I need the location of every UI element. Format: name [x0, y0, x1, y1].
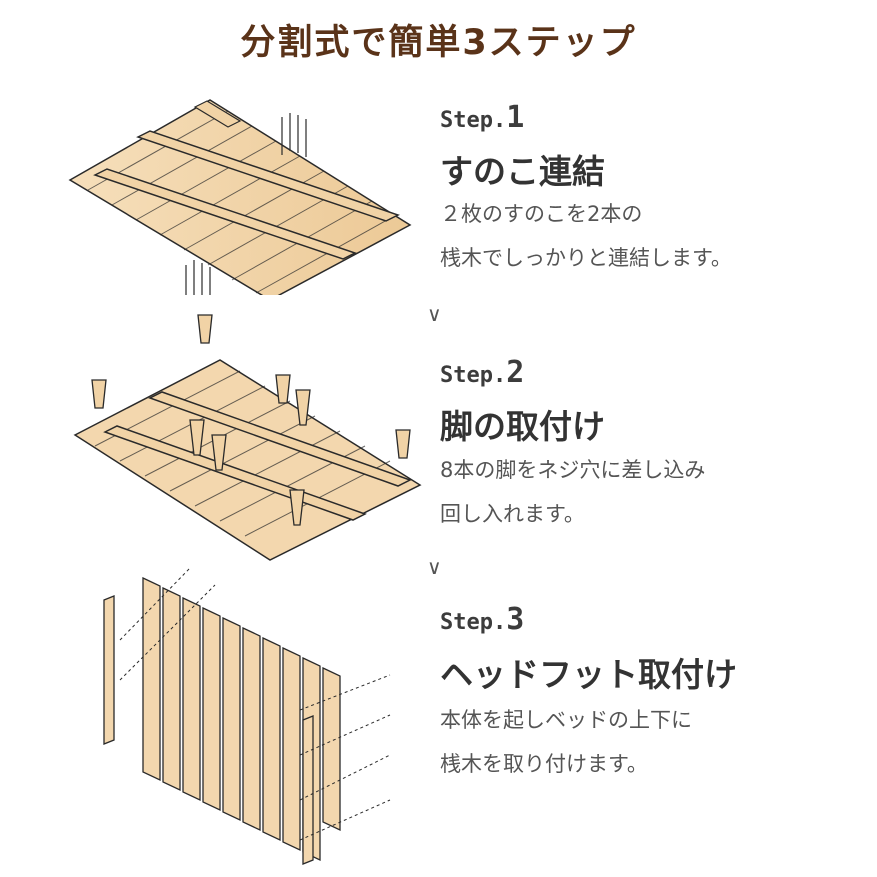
step3-description: 本体を起しベッドの上下に 桟木を取り付けます。	[440, 698, 692, 786]
step3-label: Step.3	[440, 602, 524, 637]
step3-desc-line2: 桟木を取り付けます。	[440, 752, 648, 776]
step1-heading: すのこ連結	[440, 152, 605, 191]
step3-number: 3	[506, 602, 525, 637]
step-arrow-2: ∨	[427, 555, 442, 579]
step1-number: 1	[506, 100, 525, 135]
step1-prefix: Step.	[440, 108, 507, 133]
step3-prefix: Step.	[440, 610, 507, 635]
step1-label: Step.1	[440, 100, 524, 135]
step2-desc-line1: 8本の脚をネジ穴に差し込み	[440, 458, 706, 482]
step-arrow-1: ∨	[427, 302, 442, 326]
step3-illustration	[103, 567, 391, 865]
step2-description: 8本の脚をネジ穴に差し込み 回し入れます。	[440, 448, 705, 536]
step1-description: ２枚のすのこを2本の 桟木でしっかりと連結します。	[440, 192, 732, 280]
step2-heading: 脚の取付け	[440, 407, 605, 446]
step1-desc-line1: ２枚のすのこを2本の	[440, 202, 643, 226]
step2-desc-line2: 回し入れます。	[440, 502, 585, 526]
step1-desc-line2: 桟木でしっかりと連結します。	[440, 246, 732, 270]
step2-number: 2	[506, 355, 525, 390]
step1-illustration	[68, 99, 412, 295]
step3-desc-line1: 本体を起しベッドの上下に	[440, 708, 692, 732]
step2-label: Step.2	[440, 355, 524, 390]
step2-illustration	[73, 314, 422, 561]
step2-prefix: Step.	[440, 363, 507, 388]
step3-heading: ヘッドフット取付け	[440, 655, 737, 694]
page-title: 分割式で簡単3ステップ	[240, 23, 637, 63]
